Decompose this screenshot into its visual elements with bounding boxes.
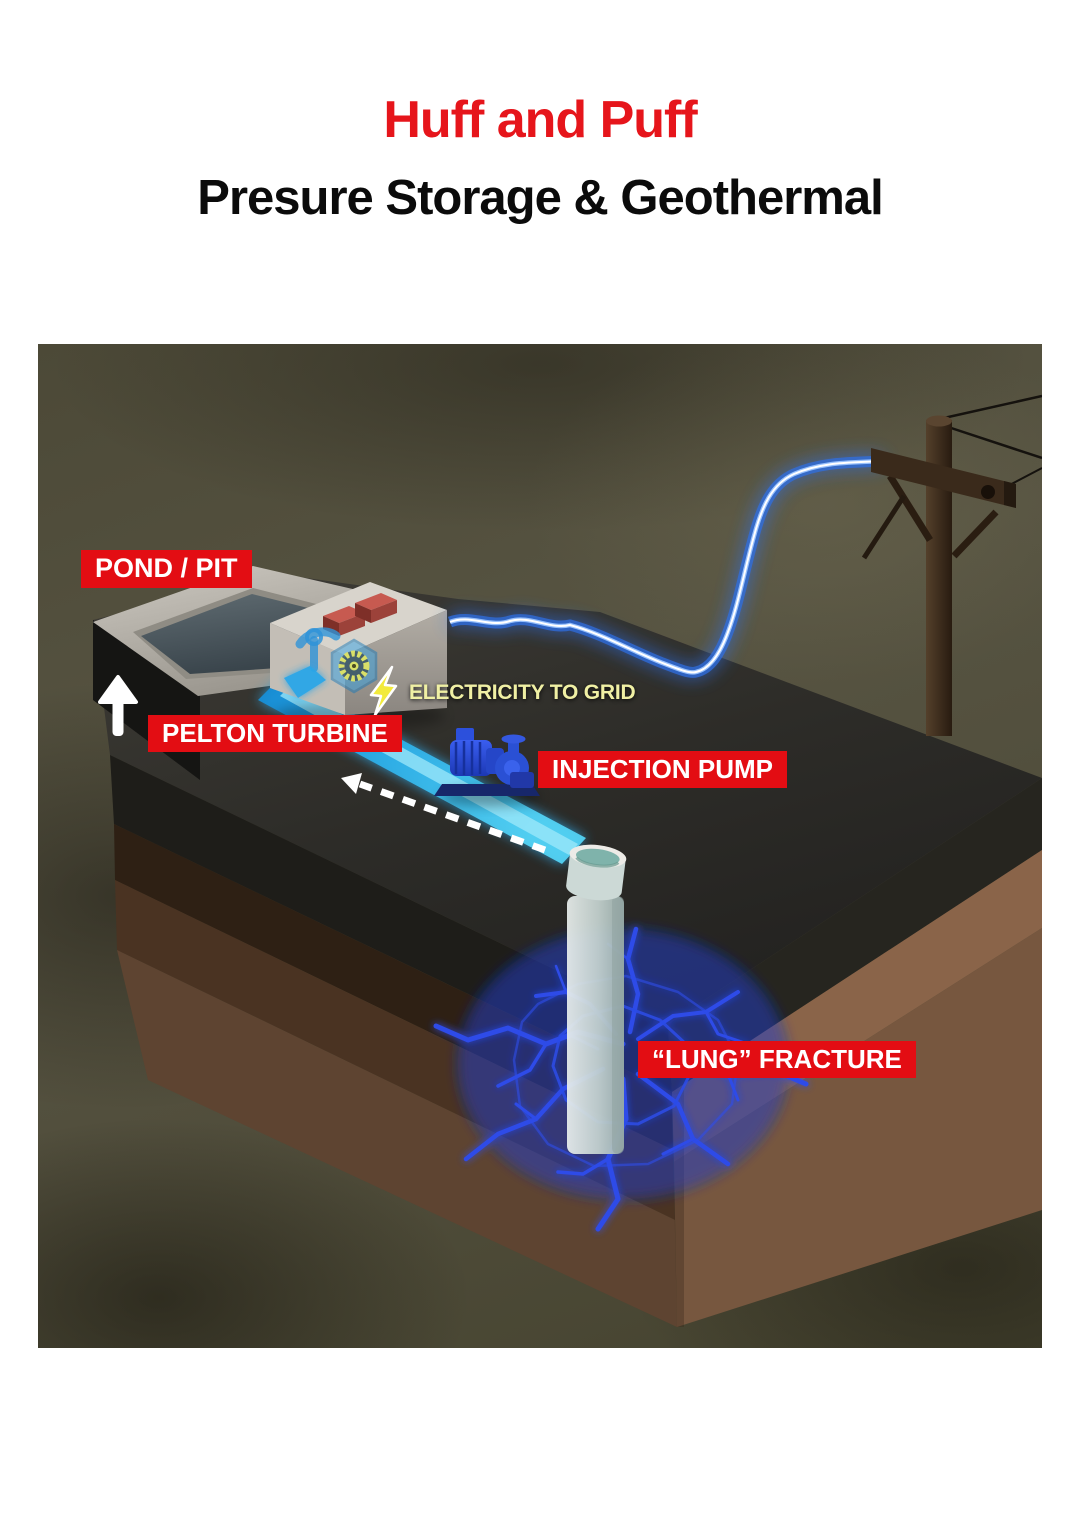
dashed-arrow-icon (341, 773, 547, 854)
scene-illustration (93, 394, 1042, 1327)
pelton-turbine-label: PELTON TURBINE (148, 715, 402, 752)
infographic-subtitle: Presure Storage & Geothermal (197, 171, 883, 225)
up-arrow-icon (98, 675, 138, 736)
injection-pump-label: INJECTION PUMP (538, 751, 788, 788)
well-pipe (567, 896, 624, 1154)
utility-pole (861, 394, 1042, 736)
power-cable (447, 455, 883, 678)
geothermal-scene: POND / PIT PELTON TURBINE ELECTRICITY TO… (38, 344, 1042, 1348)
pelton-turbine-machine (295, 627, 378, 694)
pond-pit-label: POND / PIT (81, 550, 252, 588)
injection-pump (434, 728, 540, 806)
electricity-to-grid-label: ELECTRICITY TO GRID (409, 681, 636, 704)
lung-fracture-label: “LUNG” FRACTURE (638, 1041, 916, 1078)
infographic-title: Huff and Puff (383, 91, 697, 149)
wellhead-casing (566, 844, 627, 901)
turbine-house (270, 582, 447, 730)
turbine-water-jet (284, 666, 326, 698)
